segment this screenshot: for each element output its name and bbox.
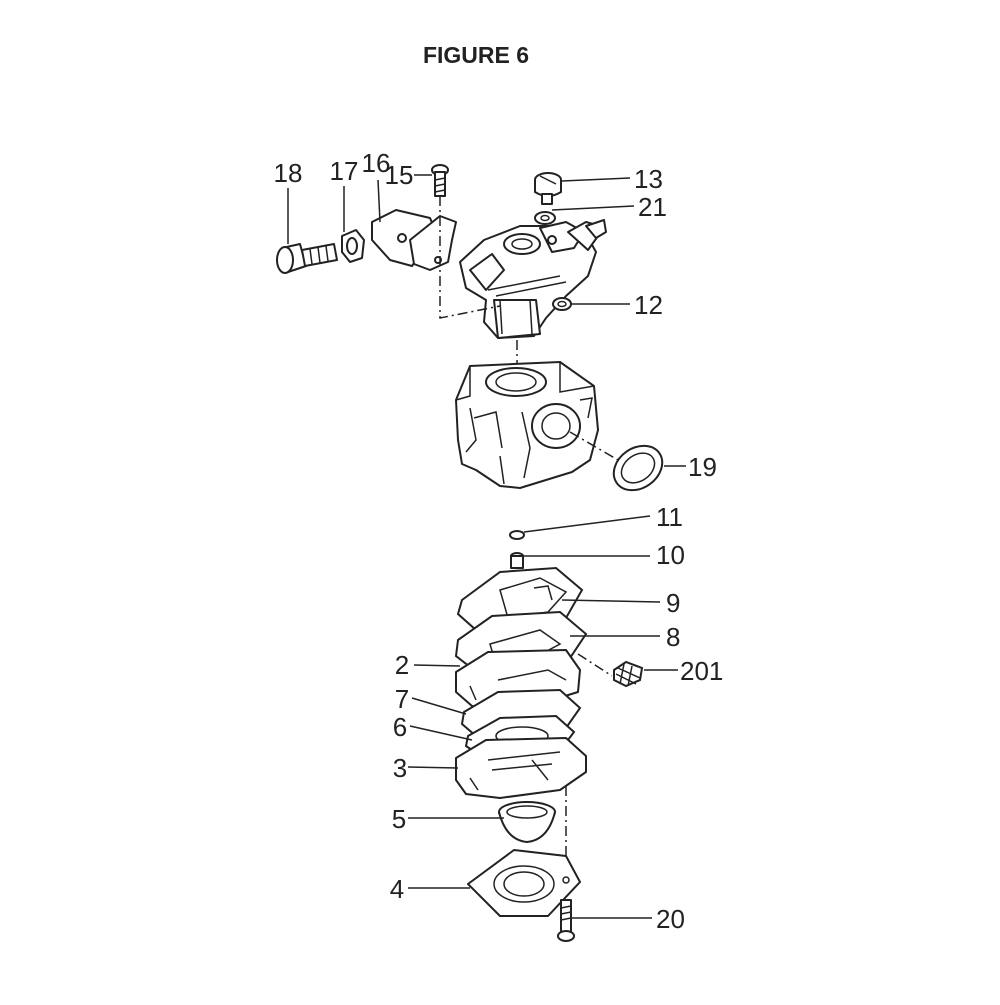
throttle-body: [459, 219, 607, 339]
part-3-metering-cover: [455, 737, 587, 799]
callout-15: 15: [385, 160, 414, 190]
part-19-seal-ring: [612, 444, 664, 492]
part-10-needle-valve: [510, 552, 524, 569]
callout-17: 17: [330, 156, 359, 186]
part-12-clip: [552, 297, 572, 311]
part-18-adjuster-screw: [276, 243, 338, 274]
part-21-washer: [534, 211, 556, 225]
callout-9: 9: [666, 588, 680, 618]
part-13-screw: [534, 172, 562, 205]
callout-18: 18: [274, 158, 303, 188]
callout-4: 4: [390, 874, 404, 904]
assembly-axis-upper: [439, 196, 501, 319]
callout-10: 10: [656, 540, 685, 570]
part-17-nut: [341, 229, 365, 263]
callout-12: 12: [634, 290, 663, 320]
callout-3: 3: [393, 753, 407, 783]
carburetor-body: [455, 361, 599, 489]
callout-13: 13: [634, 164, 663, 194]
callout-16: 16: [362, 148, 391, 178]
part-5-primer-cup: [498, 801, 556, 843]
callout-201: 201: [680, 656, 723, 686]
figure-title: FIGURE 6: [422, 42, 530, 68]
part-201-filter-screen: [613, 660, 644, 688]
leader-lines: [287, 174, 686, 919]
callout-2: 2: [395, 650, 409, 680]
callout-7: 7: [395, 684, 409, 714]
callout-6: 6: [393, 712, 407, 742]
callout-5: 5: [392, 804, 406, 834]
callout-20: 20: [656, 904, 685, 934]
callout-11: 11: [656, 502, 683, 532]
seal-axis: [569, 431, 619, 461]
part-20-screw: [557, 899, 575, 942]
part-15-screw: [431, 164, 449, 197]
callout-8: 8: [666, 622, 680, 652]
part-4-cover-plate: [467, 849, 581, 917]
callout-19: 19: [688, 452, 717, 482]
callout-21: 21: [638, 192, 667, 222]
filter-axis: [577, 653, 613, 677]
part-11-o-ring: [509, 530, 525, 540]
